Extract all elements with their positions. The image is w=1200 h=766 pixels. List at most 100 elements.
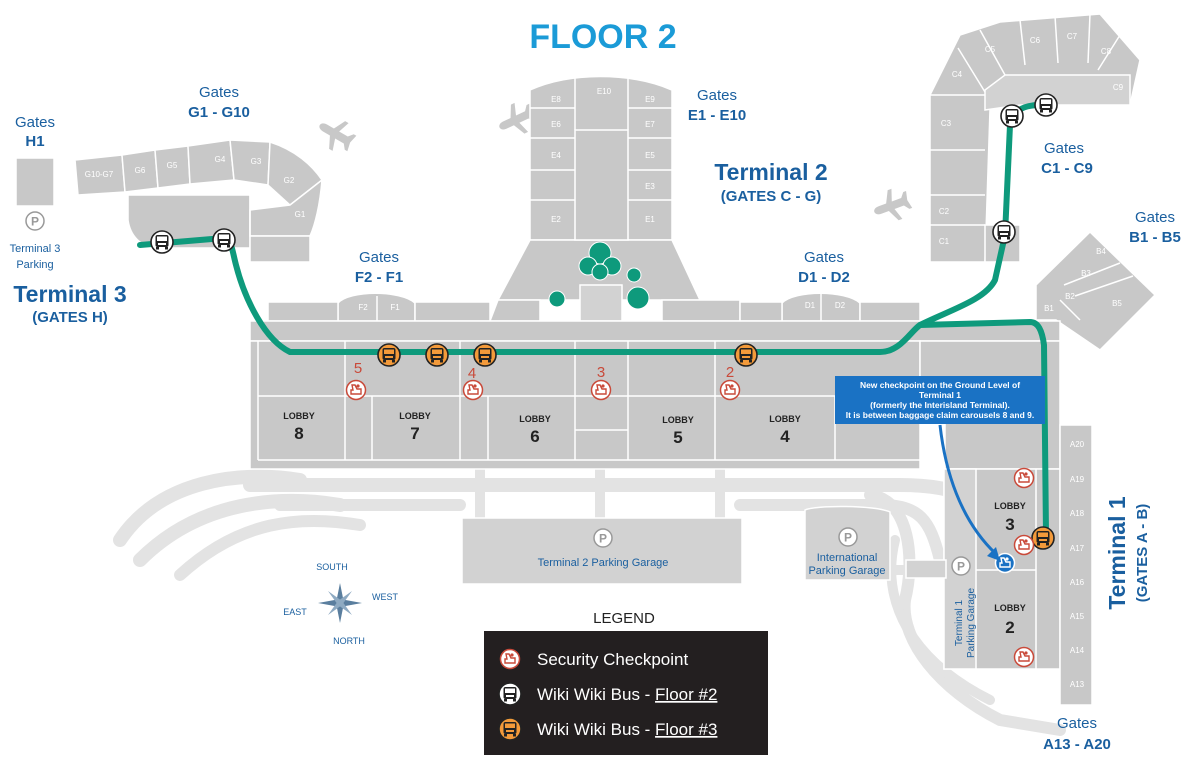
- concourse-b: [1035, 230, 1157, 351]
- parking-label: Parking Garage: [966, 588, 977, 658]
- terminal-1-subtitle: (GATES A - B): [1134, 504, 1151, 603]
- terminal-3-title: Terminal 3: [13, 281, 126, 307]
- parking-icon: [25, 211, 45, 231]
- security-checkpoint-icon: [1013, 646, 1035, 668]
- security-checkpoint-icon: [1013, 467, 1035, 489]
- lobby-label: LOBBY: [769, 414, 801, 424]
- bus-icon: [425, 343, 449, 367]
- terminal-2-subtitle: (GATES C - G): [721, 188, 822, 205]
- parking-label: Terminal 1: [954, 600, 965, 647]
- bus-icon: [1031, 526, 1055, 550]
- gate-label: B2: [1065, 292, 1075, 301]
- airplane-icon: [868, 184, 915, 228]
- lobby-label: LOBBY: [994, 501, 1026, 511]
- lobby-label: LOBBY: [519, 414, 551, 424]
- concourse-e: [488, 75, 741, 322]
- lobby-number: 2: [1005, 618, 1014, 637]
- wiki-wiki-bus-route: [137, 235, 1049, 538]
- gate-group-label: Gates: [1044, 140, 1084, 157]
- gate-label: D2: [835, 301, 846, 310]
- legend-bus-floor3-label: Wiki Wiki Bus - Floor #3: [537, 720, 717, 739]
- lobby-label: LOBBY: [283, 411, 315, 421]
- lobby-label: LOBBY: [994, 603, 1026, 613]
- gate-label: C1: [939, 237, 950, 246]
- parking-label: Parking Garage: [808, 565, 885, 577]
- gate-label: B3: [1081, 269, 1091, 278]
- lobby-number: 6: [530, 427, 539, 446]
- gate-label: F2: [358, 303, 368, 312]
- gate-label: E6: [551, 120, 561, 129]
- gate-label: A15: [1070, 612, 1085, 621]
- gate-group-label: Gates: [15, 114, 55, 131]
- gate-label: C9: [1113, 83, 1124, 92]
- checkpoint-number: 2: [726, 364, 734, 381]
- callout-line: New checkpoint on the Ground Level of: [860, 380, 1020, 390]
- gate-label: G6: [135, 166, 146, 175]
- gate-label: C8: [1101, 47, 1112, 56]
- floor-2-link[interactable]: Floor #2: [655, 685, 717, 704]
- gate-label: E8: [551, 95, 561, 104]
- callout-arrow: [938, 424, 998, 556]
- legend-title: LEGEND: [593, 610, 655, 627]
- gate-label: E2: [551, 215, 561, 224]
- compass-label: NORTH: [333, 636, 365, 646]
- parking-label: Parking: [16, 259, 53, 271]
- checkpoint-number: 4: [468, 365, 476, 382]
- gate-label: A14: [1070, 646, 1085, 655]
- legend-box: [484, 631, 768, 755]
- callout-line: It is between baggage claim carousels 8 …: [846, 410, 1035, 420]
- legend-security-label: Security Checkpoint: [537, 650, 688, 669]
- gate-label: E7: [645, 120, 655, 129]
- bus-icon: [992, 220, 1016, 244]
- tree-icon: [548, 241, 650, 310]
- security-checkpoint-icon: [1013, 534, 1035, 556]
- gate-label: A13: [1070, 680, 1085, 689]
- security-checkpoint-icon: [462, 379, 484, 401]
- security-checkpoint-icon: [590, 379, 612, 401]
- gate-label: E5: [645, 151, 655, 160]
- gate-group-label: Gates: [804, 249, 844, 266]
- bus-icon: [498, 682, 522, 706]
- new-checkpoint-callout: [835, 376, 1045, 424]
- gate-label: C4: [952, 70, 963, 79]
- callout-line: Terminal 1: [919, 390, 961, 400]
- parking-label: International: [817, 552, 878, 564]
- gate-label: C2: [939, 207, 950, 216]
- parking-icon: [593, 528, 613, 548]
- gate-label: E10: [597, 87, 612, 96]
- gate-group-range: G1 - G10: [188, 104, 250, 121]
- gate-group-range: E1 - E10: [688, 107, 746, 124]
- gate-label: D1: [805, 301, 816, 310]
- page-title: FLOOR 2: [529, 18, 676, 56]
- gate-label: A16: [1070, 578, 1085, 587]
- wiki-wiki-bus-route-c: [917, 102, 1043, 328]
- bus-icon: [1034, 93, 1058, 117]
- gate-label: C7: [1067, 32, 1078, 41]
- gate-label: B4: [1096, 247, 1106, 256]
- terminal-3-subtitle: (GATES H): [32, 309, 108, 326]
- terminal-1-title: Terminal 1: [1104, 496, 1130, 610]
- gate-label: G1: [295, 210, 306, 219]
- gate-group-label: Gates: [199, 84, 239, 101]
- security-checkpoint-icon: [345, 379, 367, 401]
- gate-label: A17: [1070, 544, 1085, 553]
- callout-line: (formerly the Interisland Terminal).: [870, 400, 1010, 410]
- gate-label: E4: [551, 151, 561, 160]
- bus-icon: [1000, 104, 1024, 128]
- lobby-label: LOBBY: [399, 411, 431, 421]
- parking-icon: [838, 527, 858, 547]
- legend-bus-floor2-label: Wiki Wiki Bus - Floor #2: [537, 685, 717, 704]
- gate-group-range: A13 - A20: [1043, 736, 1111, 753]
- bus-icon: [734, 343, 758, 367]
- gate-label: A18: [1070, 509, 1085, 518]
- compass-label: SOUTH: [316, 562, 348, 572]
- gate-label: C6: [1030, 36, 1041, 45]
- gate-label: G3: [251, 157, 262, 166]
- gate-h1-building: [15, 157, 55, 207]
- compass-label: EAST: [283, 607, 307, 617]
- gate-group-range: C1 - C9: [1041, 160, 1093, 177]
- gate-group-range: D1 - D2: [798, 269, 850, 286]
- floor-3-link[interactable]: Floor #3: [655, 720, 717, 739]
- gate-group-label: Gates: [697, 87, 737, 104]
- gate-group-range: B1 - B5: [1129, 229, 1181, 246]
